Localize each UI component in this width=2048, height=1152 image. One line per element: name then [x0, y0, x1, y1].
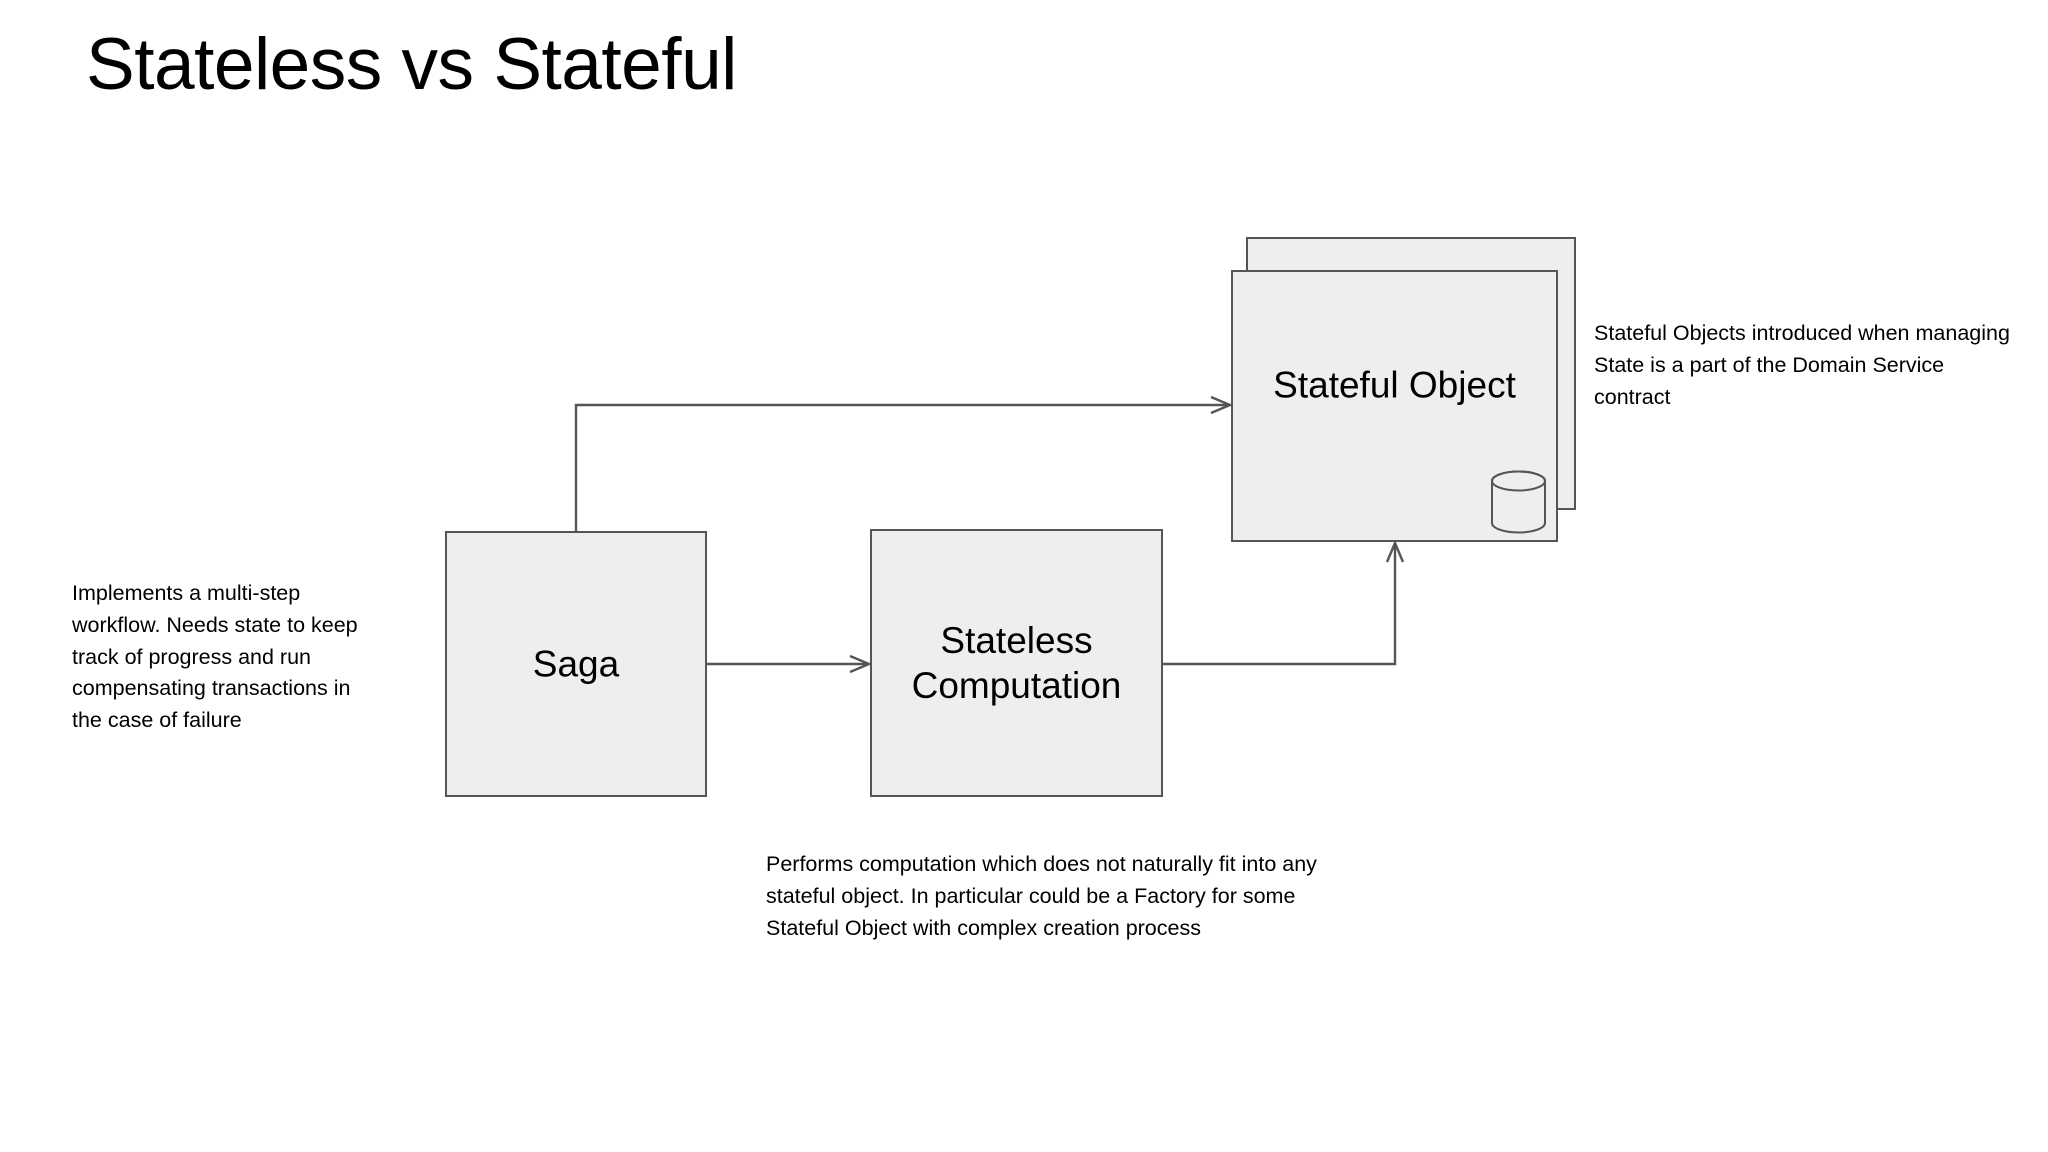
- annotation-stateful-object: Stateful Objects introduced when managin…: [1594, 321, 2010, 409]
- edge-saga-to-stateful: [574, 395, 1234, 533]
- annotation-stateless-computation: Performs computation which does not natu…: [766, 852, 1317, 940]
- annotation-saga: Implements a multi-step workflow. Needs …: [72, 581, 358, 733]
- node-stateful-object-label: Stateful Object: [1273, 363, 1516, 405]
- node-saga-label: Saga: [532, 643, 620, 685]
- node-stateless-computation[interactable]: Stateless Computation: [870, 529, 1163, 797]
- node-saga[interactable]: Saga: [445, 531, 707, 797]
- edge-saga-to-stateless: [705, 654, 873, 674]
- page-title: Stateless vs Stateful: [86, 24, 737, 105]
- database-cylinder-icon: [1491, 470, 1546, 534]
- node-stateful-object[interactable]: Stateful Object: [1231, 270, 1558, 542]
- node-stateless-computation-label: Stateless Computation: [911, 619, 1122, 706]
- edge-stateless-to-stateful: [1161, 539, 1405, 666]
